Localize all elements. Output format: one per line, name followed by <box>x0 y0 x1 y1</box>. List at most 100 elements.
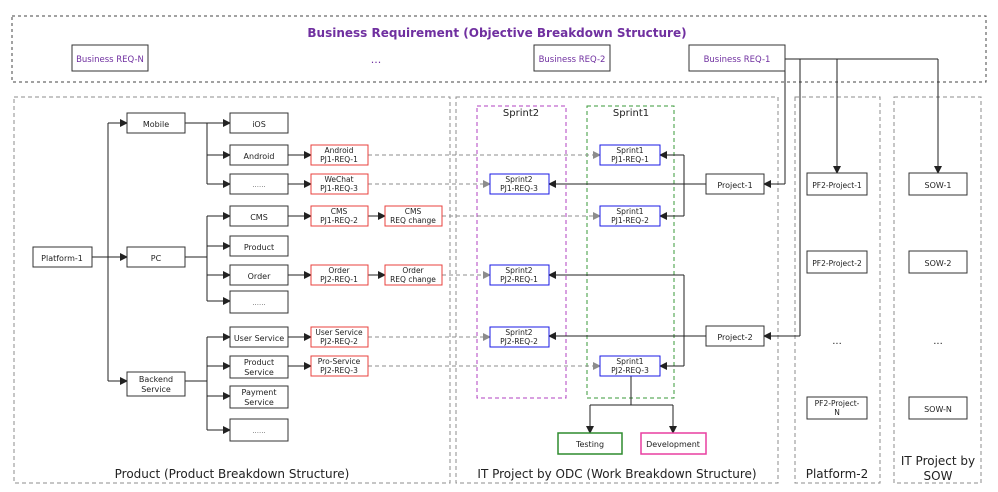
mobile-node[interactable]: Mobile <box>126 112 186 134</box>
req-order-box[interactable]: Order PJ2-REQ-1 <box>310 264 369 286</box>
product-service-node[interactable]: Product Service <box>229 355 289 379</box>
product-node[interactable]: Product <box>229 235 289 257</box>
backend-more-node[interactable]: ...... <box>229 418 289 442</box>
business-req-n-box[interactable] <box>71 44 149 72</box>
req-wechat-line1: WeChat <box>324 175 353 184</box>
backend-label-2: Service <box>141 385 171 394</box>
platform-1-node[interactable]: Platform-1 <box>32 246 93 268</box>
req-android-box[interactable]: Android PJ1-REQ-1 <box>310 144 369 166</box>
ios-node[interactable]: iOS <box>229 112 289 134</box>
pf2-project-1-label: PF2-Project-1 <box>812 181 862 190</box>
sow-1-label: SOW-1 <box>925 181 952 190</box>
req-order-change-line1: Order <box>402 266 424 275</box>
req-user-service-line2: PJ2-REQ-2 <box>320 337 358 346</box>
business-req-2-box[interactable] <box>533 44 611 72</box>
pf2-project-1-box[interactable]: PF2-Project-1 <box>806 172 868 196</box>
req-cms-change-line1: CMS <box>405 207 422 216</box>
sprint1-pj1-req2-box[interactable]: Sprint1 PJ1-REQ-2 <box>599 205 661 227</box>
req-cms-line1: CMS <box>331 207 348 216</box>
req-order-change-box[interactable]: Order REQ change <box>384 264 443 286</box>
sprint1-pj2-req3-box[interactable]: Sprint1 PJ2-REQ-3 <box>599 355 661 377</box>
pf2-project-2-box[interactable]: PF2-Project-2 <box>806 250 868 274</box>
pf2-project-n-line2: N <box>834 408 840 417</box>
s1-pj2-req3-line1: Sprint1 <box>616 357 643 366</box>
s2-pj2-req1-line1: Sprint2 <box>505 266 532 275</box>
s1-pj1-req2-line2: PJ1-REQ-2 <box>611 216 649 225</box>
req-cms-change-box[interactable]: CMS REQ change <box>384 205 443 227</box>
order-node[interactable]: Order <box>229 264 289 286</box>
user-service-node[interactable]: User Service <box>229 326 289 348</box>
odc-container <box>455 96 779 484</box>
sprint1-pj1-req1-box[interactable]: Sprint1 PJ1-REQ-1 <box>599 144 661 166</box>
project-1-label: Project-1 <box>717 181 752 190</box>
pf2-project-n-line1: PF2-Project- <box>815 399 860 408</box>
sow-2-label: SOW-2 <box>925 259 952 268</box>
req-pro-service-box[interactable]: Pro-Service PJ2-REQ-3 <box>310 355 369 377</box>
s2-pj2-req2-line1: Sprint2 <box>505 328 532 337</box>
req-user-service-line1: User Service <box>315 328 363 337</box>
payment-service-node[interactable]: Payment Service <box>229 385 289 409</box>
pc-more-label: ...... <box>252 299 265 307</box>
pc-node[interactable]: PC <box>126 246 186 268</box>
req-wechat-box[interactable]: WeChat PJ1-REQ-3 <box>310 173 369 195</box>
req-android-line1: Android <box>325 146 354 155</box>
sprint2-pj2-req2-box[interactable]: Sprint2 PJ2-REQ-2 <box>489 326 550 348</box>
req-android-line2: PJ1-REQ-1 <box>320 155 358 164</box>
sow-title-line1: IT Project by <box>901 454 975 468</box>
sprint2-pj1-req3-box[interactable]: Sprint2 PJ1-REQ-3 <box>489 173 550 195</box>
product-service-label-1: Product <box>244 358 274 367</box>
android-label: Android <box>244 152 275 161</box>
pf2-project-n-box[interactable]: PF2-Project- N <box>806 396 868 420</box>
s1-pj1-req1-line2: PJ1-REQ-1 <box>611 155 649 164</box>
req-pro-service-line1: Pro-Service <box>318 357 361 366</box>
platform2-title: Platform-2 <box>806 467 869 481</box>
sow-2-box[interactable]: SOW-2 <box>908 250 968 274</box>
product-container <box>13 96 451 484</box>
s1-pj2-req3-line2: PJ2-REQ-3 <box>611 366 649 375</box>
development-label: Development <box>646 440 700 449</box>
backend-more-label: ...... <box>252 427 265 435</box>
sprint1-label: Sprint1 <box>613 108 649 119</box>
pc-more-node[interactable]: ...... <box>229 290 289 314</box>
sow-n-label: SOW-N <box>924 405 952 414</box>
platform2-ellipsis: ... <box>832 336 842 347</box>
project-2-box[interactable]: Project-2 <box>705 325 765 347</box>
business-req-2-label: Business REQ-2 <box>539 55 606 65</box>
backend-service-node[interactable]: Backend Service <box>126 371 186 397</box>
sow-n-box[interactable]: SOW-N <box>908 396 968 420</box>
cms-label: CMS <box>250 213 268 222</box>
business-requirement-container <box>11 15 987 83</box>
top-ellipsis: ... <box>371 53 382 66</box>
sprint2-pj2-req1-box[interactable]: Sprint2 PJ2-REQ-1 <box>489 264 550 286</box>
cms-node[interactable]: CMS <box>229 205 289 227</box>
mobile-more-label: ...... <box>252 181 265 189</box>
sow-ellipsis: ... <box>933 336 943 347</box>
s1-pj1-req2-line1: Sprint1 <box>616 207 643 216</box>
product-service-label-2: Service <box>244 368 274 377</box>
req-user-service-box[interactable]: User Service PJ2-REQ-2 <box>310 326 369 348</box>
business-requirement-title: Business Requirement (Objective Breakdow… <box>307 26 686 40</box>
s2-pj2-req2-line2: PJ2-REQ-2 <box>500 337 538 346</box>
testing-label: Testing <box>575 440 604 449</box>
android-node[interactable]: Android <box>229 144 289 166</box>
order-label: Order <box>248 272 271 281</box>
ios-label: iOS <box>252 120 266 129</box>
development-box[interactable]: Development <box>640 432 707 455</box>
sow-1-box[interactable]: SOW-1 <box>908 172 968 196</box>
mobile-more-node[interactable]: ...... <box>229 173 289 195</box>
product-label: Product <box>244 243 274 252</box>
business-req-1-box[interactable] <box>688 44 786 72</box>
req-cms-box[interactable]: CMS PJ1-REQ-2 <box>310 205 369 227</box>
mobile-label: Mobile <box>143 120 169 129</box>
pf2-project-2-label: PF2-Project-2 <box>812 259 862 268</box>
req-cms-line2: PJ1-REQ-2 <box>320 216 358 225</box>
req-pro-service-line2: PJ2-REQ-3 <box>320 366 358 375</box>
project-2-label: Project-2 <box>717 333 752 342</box>
testing-box[interactable]: Testing <box>557 432 623 455</box>
payment-service-label-2: Service <box>244 398 274 407</box>
s2-pj1-req3-line2: PJ1-REQ-3 <box>500 184 538 193</box>
project-1-box[interactable]: Project-1 <box>705 173 765 195</box>
sprint2-label: Sprint2 <box>503 108 539 119</box>
platform-1-label: Platform-1 <box>41 254 83 263</box>
